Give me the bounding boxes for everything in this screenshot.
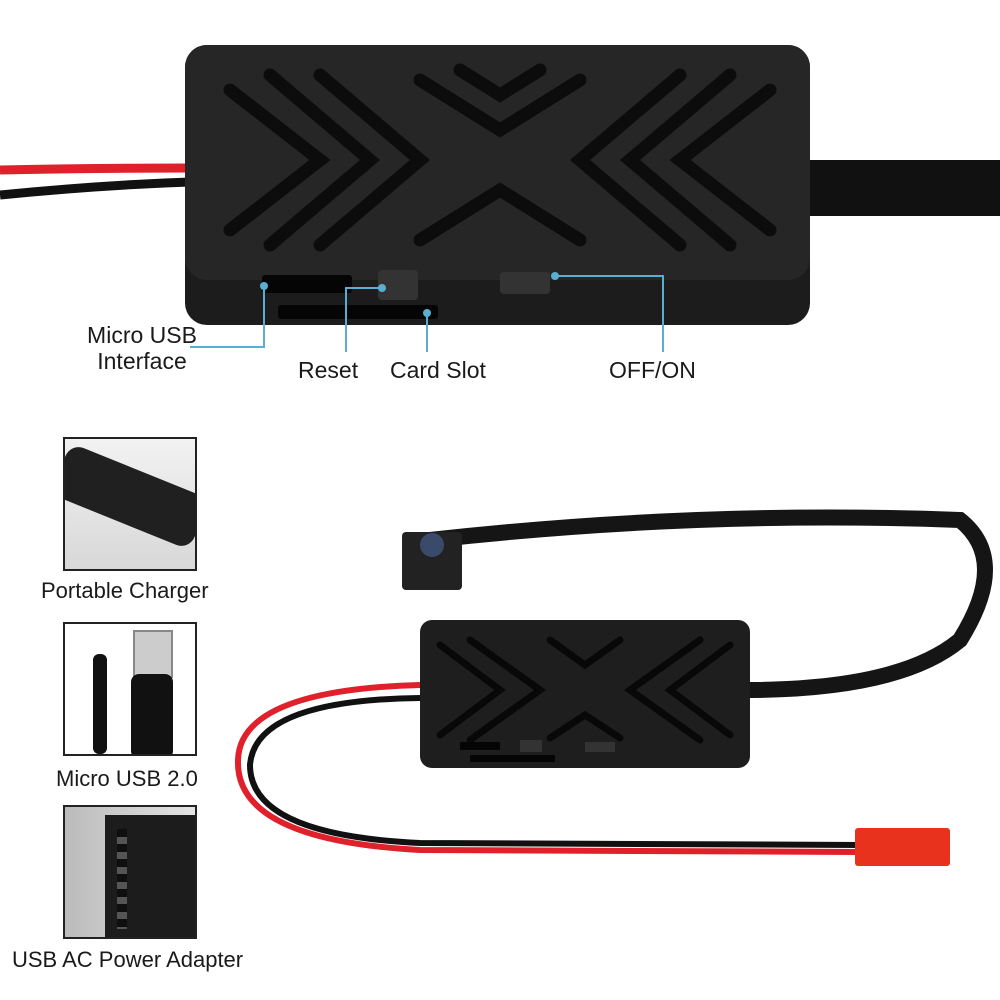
portable-charger-thumbnail: [63, 437, 197, 571]
usb-adapter-label: USB AC Power Adapter: [12, 947, 244, 972]
usb-adapter-thumbnail: [63, 805, 197, 939]
card-slot: [278, 305, 438, 319]
callout-power: OFF/ON: [609, 357, 696, 383]
power-bank-icon: [65, 442, 195, 551]
callout-micro-usb-line1: Micro USB: [87, 322, 197, 348]
micro-usb-label: Micro USB 2.0: [56, 766, 198, 791]
camera-module-small: [420, 620, 750, 768]
red-wire: [0, 163, 191, 175]
pinhole-camera-lens: [420, 533, 444, 557]
black-wire-bottom: [246, 695, 861, 848]
reset-button: [378, 270, 418, 300]
callout-micro-usb: Micro USB Interface: [82, 322, 202, 374]
jst-connector: [855, 828, 950, 866]
vent-pattern-small: [436, 636, 734, 744]
vent-pattern: [223, 63, 777, 252]
red-wire-bottom: [234, 682, 861, 855]
ribbon-cable-bottom: [429, 509, 993, 698]
usb-adapter-icon: [105, 815, 195, 937]
ribbon-cable: [790, 160, 1000, 216]
callout-reset: Reset: [298, 357, 359, 383]
portable-charger-label: Portable Charger: [41, 578, 209, 603]
callout-card-slot: Card Slot: [390, 357, 486, 383]
micro-usb-port: [262, 275, 352, 293]
micro-usb-thumbnail: [63, 622, 197, 756]
black-wire: [0, 177, 191, 200]
callout-lines: [190, 275, 664, 352]
callout-micro-usb-line2: Interface: [97, 348, 187, 374]
pinhole-camera-board: [402, 532, 462, 590]
small-module-ports: [460, 740, 615, 762]
callout-dots: [260, 272, 559, 317]
power-switch: [500, 272, 550, 294]
